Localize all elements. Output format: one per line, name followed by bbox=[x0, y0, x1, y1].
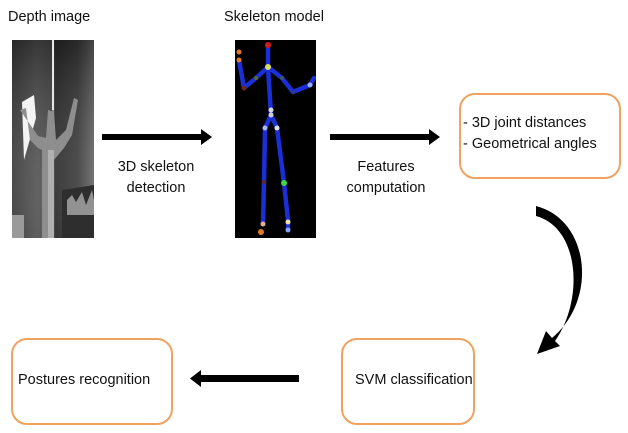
skeleton-detection-line-2: detection bbox=[126, 180, 186, 196]
skeleton-detection-label: 3D skeleton detection bbox=[107, 157, 205, 199]
skeleton-image bbox=[235, 40, 316, 238]
arrow-right-features-computation bbox=[330, 129, 440, 145]
postures-recognition-box: Postures recognition bbox=[11, 338, 173, 425]
features-computation-line-2: computation bbox=[346, 180, 426, 196]
features-computation-label: Features computation bbox=[336, 157, 436, 199]
arrow-curved-down bbox=[536, 206, 583, 354]
features-box: - 3D joint distances - Geometrical angle… bbox=[459, 93, 621, 179]
joint-head bbox=[265, 42, 271, 48]
skeleton-figure bbox=[236, 42, 316, 235]
skeleton-model-title: Skeleton model bbox=[224, 9, 324, 25]
svm-classification-box: SVM classification bbox=[341, 338, 475, 425]
joint-foot-left bbox=[258, 229, 264, 235]
joint-knee-right bbox=[281, 180, 287, 186]
feature-joint-distances: - 3D joint distances bbox=[463, 115, 587, 131]
depth-figure-silhouette bbox=[12, 40, 94, 238]
postures-recognition-label: Postures recognition bbox=[18, 372, 151, 388]
feature-geometrical-angles: - Geometrical angles bbox=[463, 136, 597, 152]
depth-image bbox=[12, 40, 94, 238]
joint-hand-left bbox=[236, 49, 242, 55]
depth-image-title: Depth image bbox=[8, 9, 91, 25]
features-computation-line-1: Features bbox=[357, 159, 415, 175]
arrow-left-postures bbox=[190, 370, 299, 387]
joint-shoulder-center bbox=[265, 64, 271, 70]
skeleton-detection-line-1: 3D skeleton bbox=[117, 159, 195, 175]
svm-classification-label: SVM classification bbox=[355, 372, 473, 388]
arrow-right-skeleton-detection bbox=[102, 129, 212, 145]
